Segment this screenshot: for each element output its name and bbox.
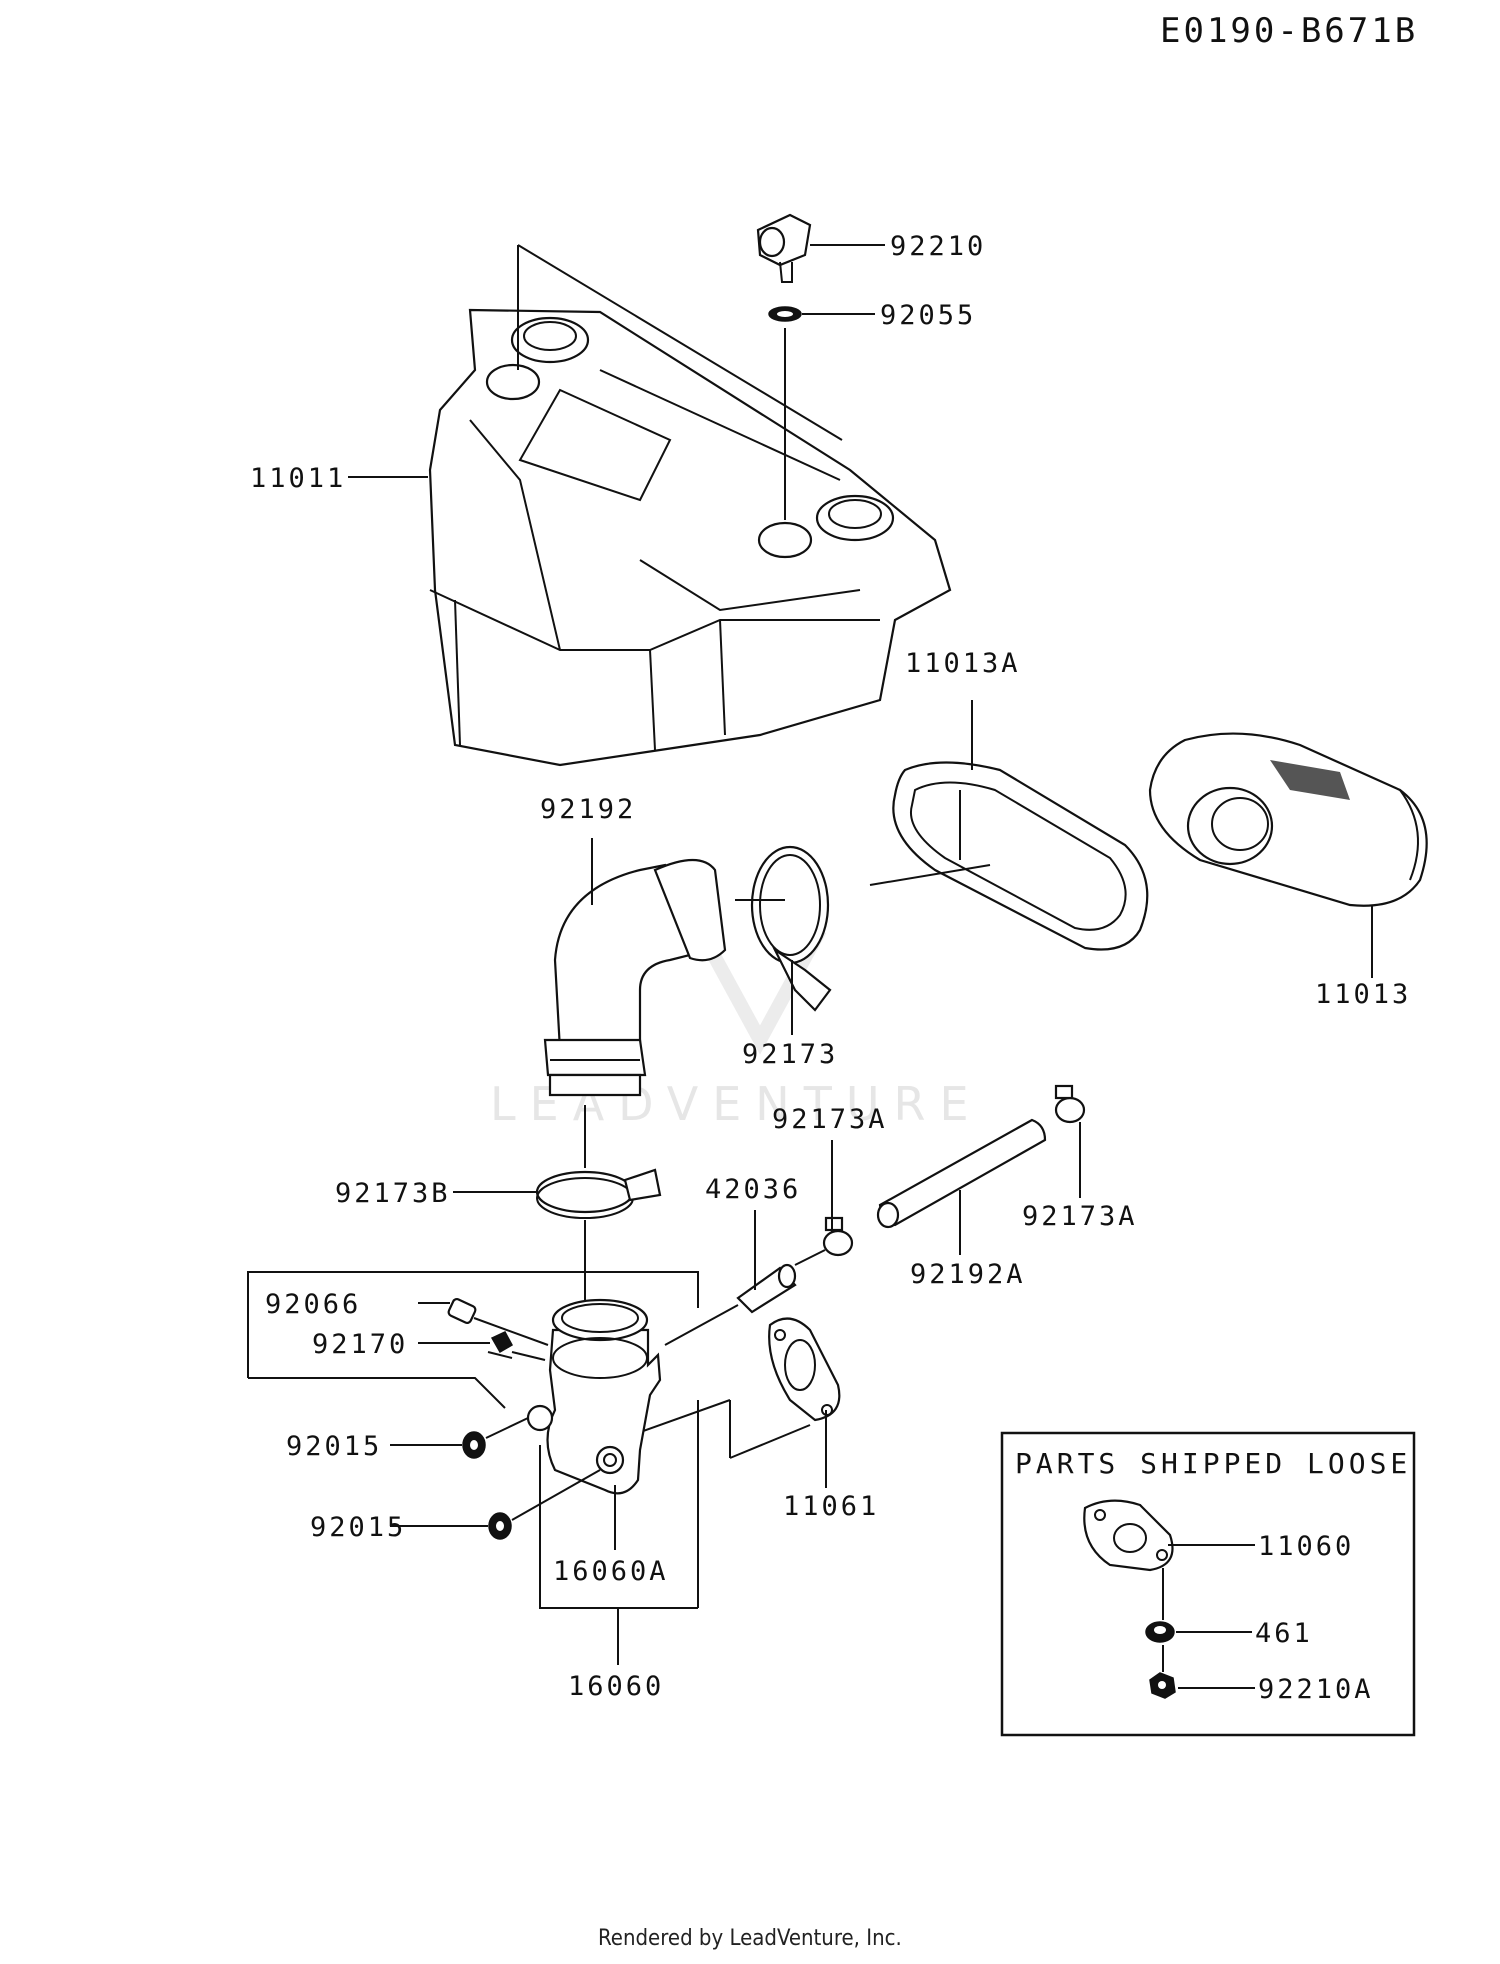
callout-92015-bottom: 92015 — [310, 1512, 406, 1543]
callout-11011: 11011 — [250, 463, 346, 494]
loose-part-92210A: 92210A — [1258, 1674, 1374, 1705]
callout-42036: 42036 — [705, 1174, 801, 1205]
loose-gasket[interactable] — [1083, 1499, 1174, 1572]
callout-92173B: 92173B — [335, 1178, 451, 1209]
gasket[interactable] — [768, 1317, 841, 1422]
callout-92066: 92066 — [265, 1289, 361, 1320]
diagram-code: E0190-B671B — [1160, 11, 1418, 51]
loose-part-461: 461 — [1255, 1618, 1313, 1649]
callout-11013: 11013 — [1315, 979, 1411, 1010]
small-clamp-left[interactable] — [822, 1216, 854, 1257]
callout-92173A-right: 92173A — [1022, 1201, 1138, 1232]
wing-nut-part[interactable] — [756, 213, 812, 283]
parts-shipped-loose-box: PARTS SHIPPED LOOSE 11060 461 92210A — [1000, 1431, 1416, 1737]
pre-cleaner-element[interactable] — [892, 761, 1149, 951]
footer-credit: Rendered by LeadVenture, Inc. — [598, 1926, 902, 1951]
clip[interactable] — [487, 1331, 514, 1359]
elbow-hose[interactable] — [543, 859, 727, 1097]
callout-92173: 92173 — [742, 1039, 838, 1070]
callout-11013A: 11013A — [905, 648, 1021, 679]
hose-clamp[interactable] — [750, 845, 832, 1012]
pipe-fitting[interactable] — [736, 1263, 797, 1314]
dowel-pin[interactable] — [447, 1297, 477, 1325]
callout-92210: 92210 — [890, 231, 986, 262]
callout-92192A: 92192A — [910, 1259, 1026, 1290]
loose-box-title: PARTS SHIPPED LOOSE — [1015, 1447, 1411, 1480]
loose-washer[interactable] — [1145, 1621, 1175, 1643]
callout-92173A-top: 92173A — [772, 1104, 888, 1135]
air-cleaner-cover[interactable] — [428, 308, 952, 767]
air-filter-element[interactable] — [1148, 732, 1428, 907]
band-clamp[interactable] — [535, 1168, 662, 1219]
loose-part-11060: 11060 — [1258, 1531, 1354, 1562]
callout-16060A: 16060A — [553, 1556, 669, 1587]
callout-92192: 92192 — [540, 794, 636, 825]
loose-nut[interactable] — [1149, 1672, 1176, 1699]
callout-92170: 92170 — [312, 1329, 408, 1360]
callout-16060: 16060 — [568, 1671, 664, 1702]
nut-top[interactable] — [462, 1431, 486, 1459]
intake-pipe[interactable] — [526, 1298, 662, 1495]
callout-11061: 11061 — [783, 1491, 879, 1522]
small-clamp-right[interactable] — [1054, 1084, 1086, 1124]
nut-bottom[interactable] — [488, 1512, 512, 1540]
callout-92055: 92055 — [880, 300, 976, 331]
callout-92015-top: 92015 — [286, 1431, 382, 1462]
breather-hose[interactable] — [876, 1118, 1047, 1229]
